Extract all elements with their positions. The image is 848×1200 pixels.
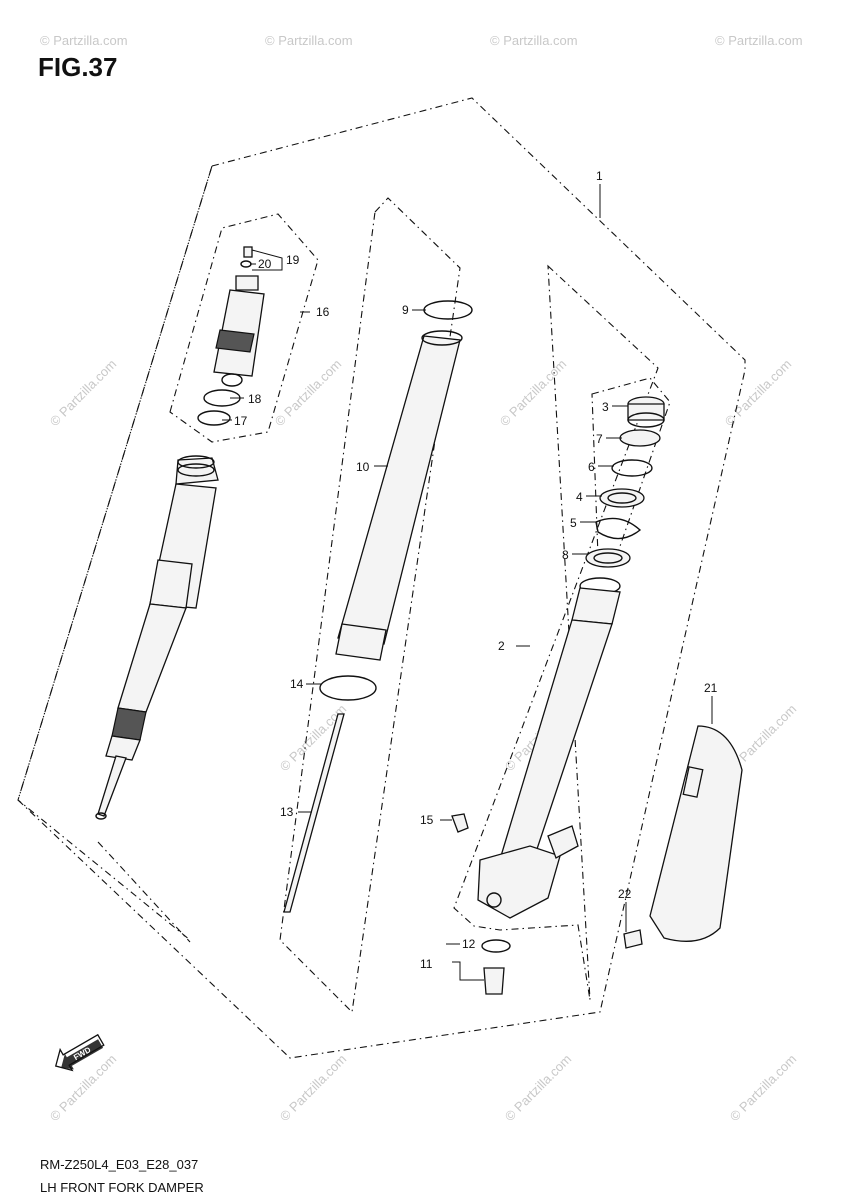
callout-13: 13 [280, 805, 294, 819]
callout-11: 11 [420, 957, 433, 971]
watermark: © Partzilla.com [272, 356, 345, 429]
diagram-code: RM-Z250L4_E03_E28_037 [40, 1157, 199, 1172]
watermark: © Partzilla.com [490, 33, 578, 48]
callout-19: 19 [286, 253, 300, 267]
callout-16: 16 [316, 305, 330, 319]
watermark: © Partzilla.com [497, 356, 570, 429]
callout-9: 9 [402, 303, 409, 317]
callout-3: 3 [602, 400, 609, 414]
watermark: © Partzilla.com [277, 701, 350, 774]
callout-5: 5 [570, 516, 577, 530]
callout-12: 12 [462, 937, 476, 951]
watermark: © Partzilla.com [722, 356, 795, 429]
cartridge-outline [169, 213, 319, 443]
callout-8: 8 [562, 548, 569, 562]
damper-cartridge [95, 455, 219, 820]
callout-18: 18 [248, 392, 262, 406]
watermark: © Partzilla.com [502, 1051, 575, 1124]
watermark: © Partzilla.com [727, 1051, 800, 1124]
damper-rod-outline-right [97, 841, 191, 943]
watermark: © Partzilla.com [265, 33, 353, 48]
callout-21: 21 [704, 681, 718, 695]
callout-1: 1 [596, 169, 603, 183]
assembly-outline [17, 97, 746, 1059]
figure-title: FIG.37 [38, 52, 118, 82]
callout-14: 14 [290, 677, 304, 691]
cartridge-valve [197, 246, 265, 426]
damper-rod-outline [17, 165, 213, 941]
fork-guard [623, 725, 743, 949]
callout-6: 6 [588, 460, 595, 474]
callout-15: 15 [420, 813, 434, 827]
callout-7: 7 [596, 432, 603, 446]
diagram-caption: LH FRONT FORK DAMPER [40, 1180, 204, 1195]
leader-lines [222, 184, 713, 981]
inner-tube [283, 300, 473, 913]
watermark: © Partzilla.com [40, 33, 128, 48]
watermark: © Partzilla.com [715, 33, 803, 48]
callout-4: 4 [576, 490, 583, 504]
callout-labels: 1 2 3 4 5 6 7 8 9 10 11 12 13 14 15 16 1… [234, 169, 718, 971]
callout-10: 10 [356, 460, 370, 474]
watermark: © Partzilla.com [47, 356, 120, 429]
callout-2: 2 [498, 639, 505, 653]
callout-22: 22 [618, 887, 632, 901]
outer-tube [451, 577, 621, 995]
callout-20: 20 [258, 257, 272, 271]
watermark: © Partzilla.com [277, 1051, 350, 1124]
bushings-seals [585, 396, 665, 568]
inner-tube-outline [279, 197, 461, 1014]
callout-17: 17 [234, 414, 248, 428]
